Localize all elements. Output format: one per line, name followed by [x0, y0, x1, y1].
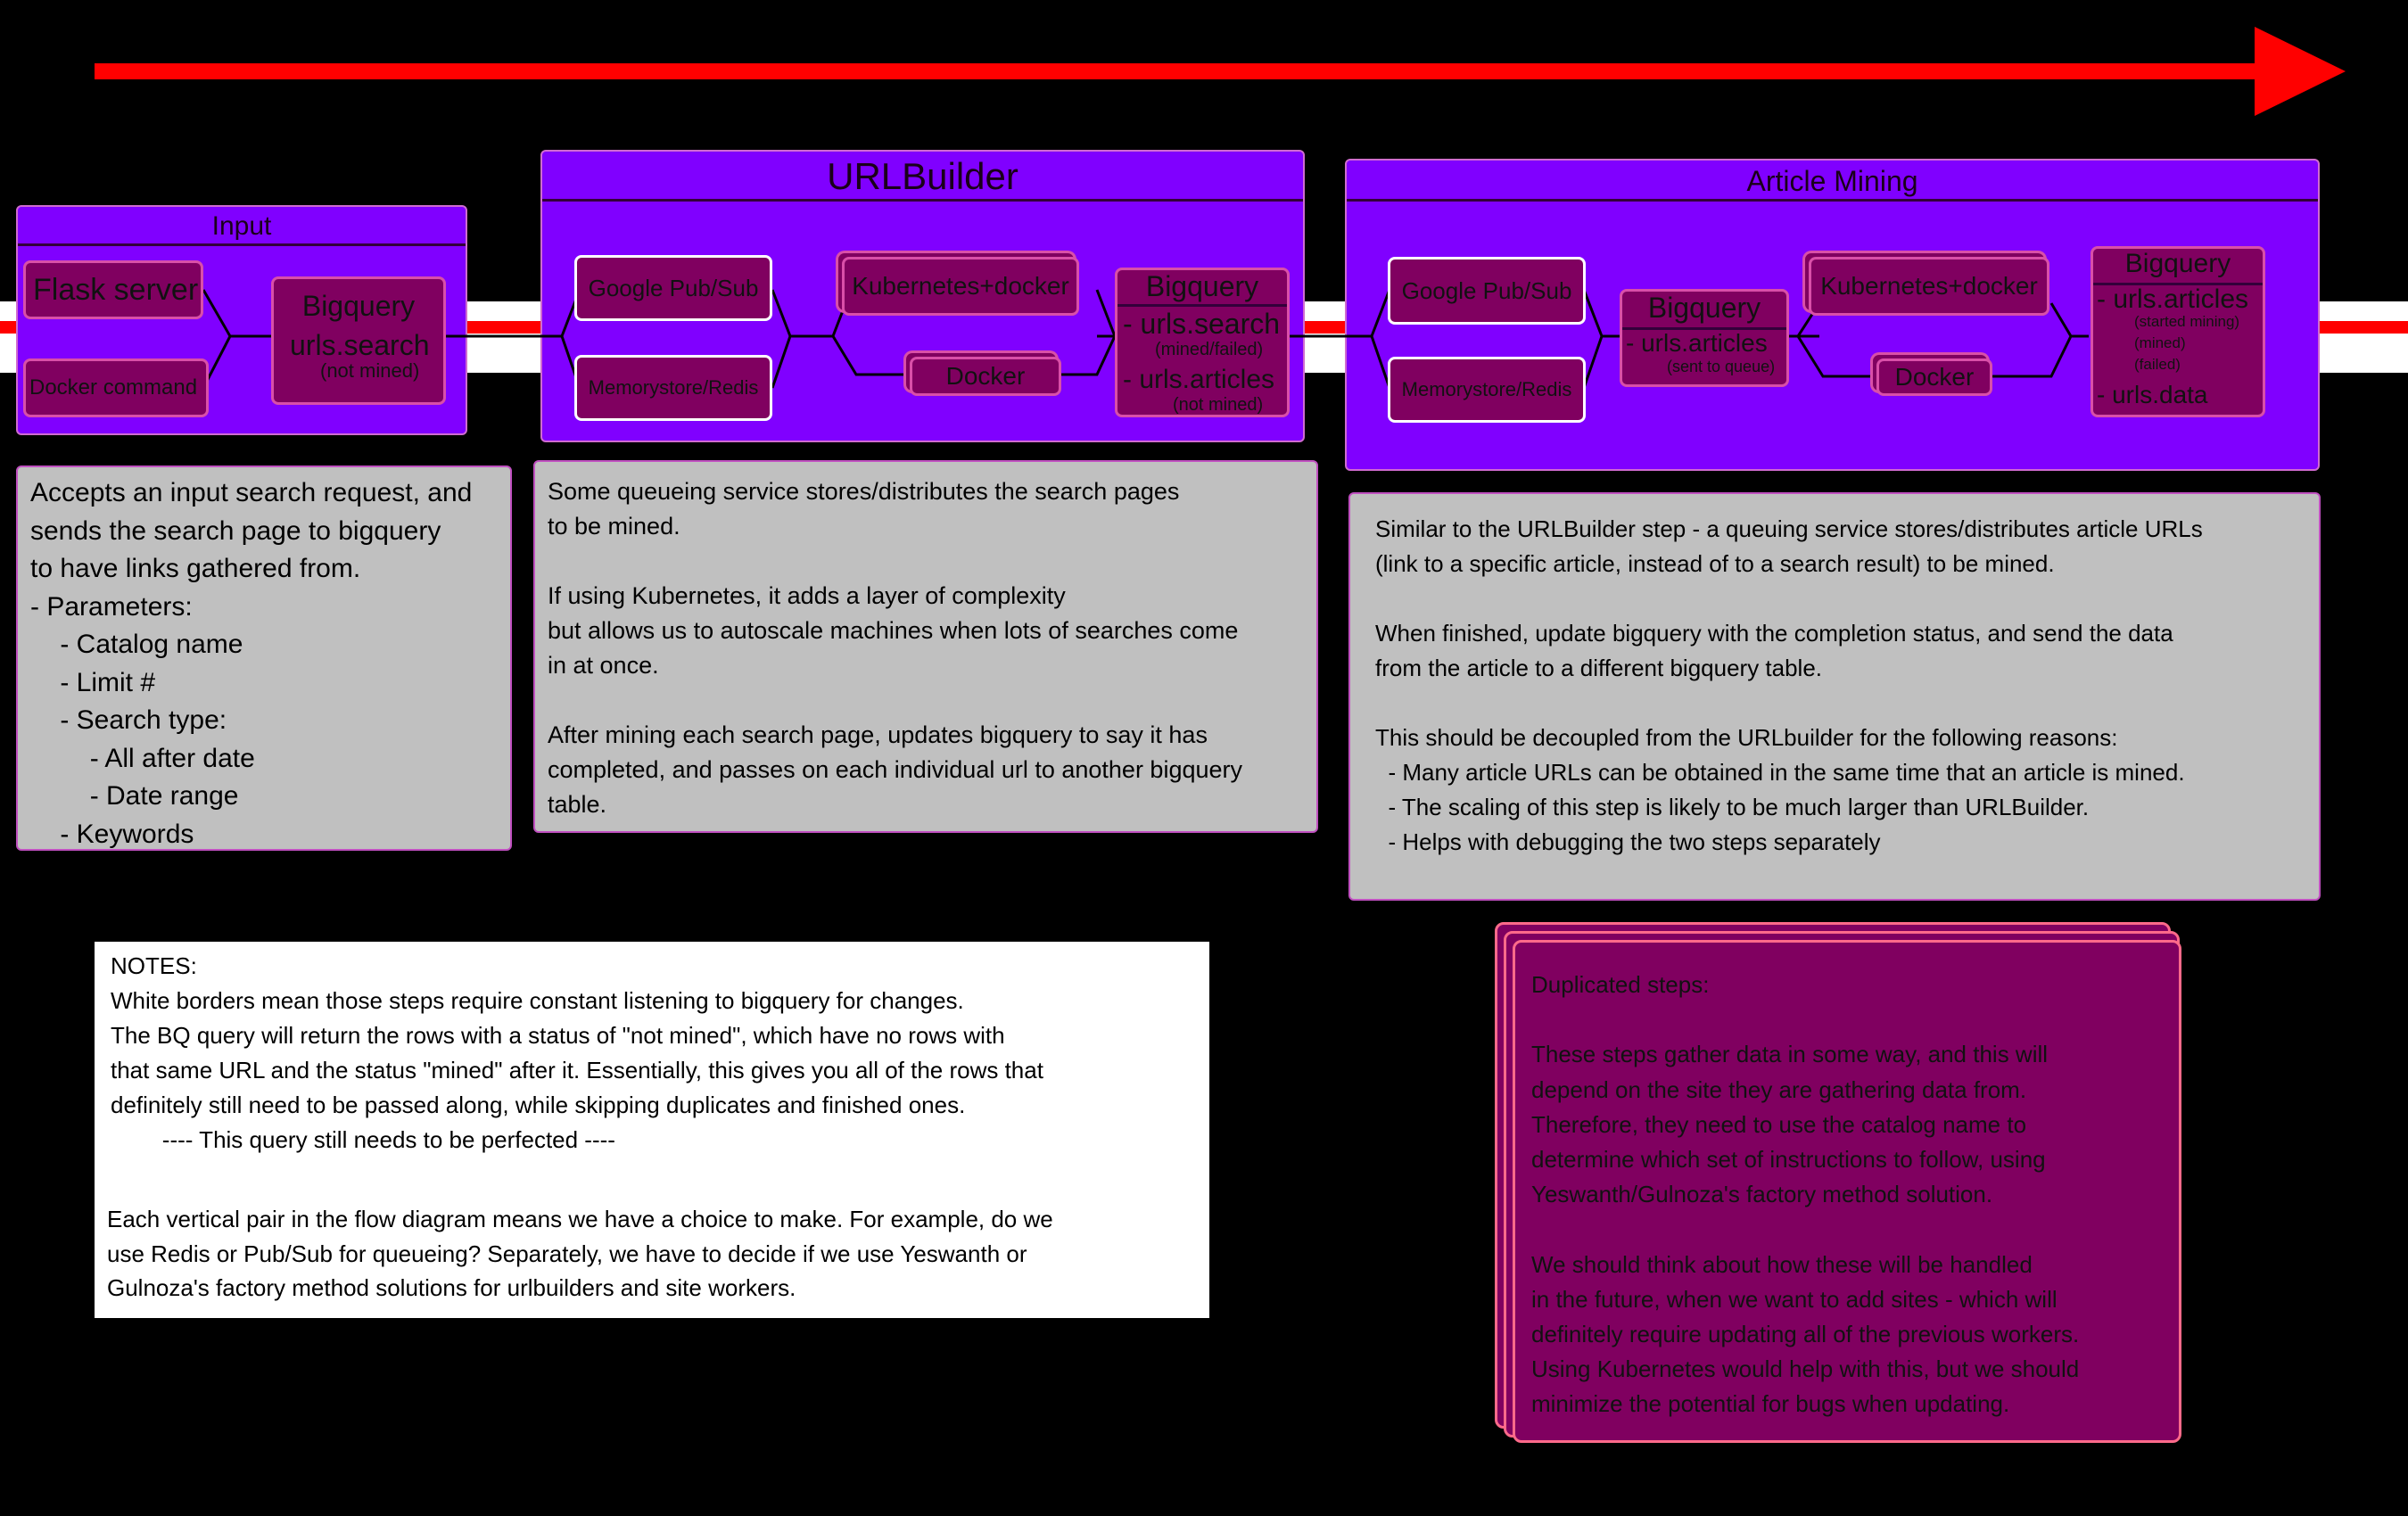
urlbuilder-pubsub-node[interactable]: Google Pub/Sub	[574, 255, 772, 321]
notes-box: NOTES: White borders mean those steps re…	[95, 942, 1209, 1318]
article-bigquery-queue-node[interactable]: Bigquery - urls.articles (sent to queue)	[1620, 289, 1789, 387]
urlbuilder-stage-title: URLBuilder	[542, 152, 1303, 202]
input-bigquery-title: Bigquery	[301, 290, 416, 322]
timeline-arrow-head	[2255, 27, 2346, 116]
urlbuilder-bigquery-node[interactable]: Bigquery - urls.search (mined/failed) - …	[1115, 268, 1290, 417]
article-bigquery-queue-title: Bigquery	[1622, 292, 1786, 330]
input-stage-title: Input	[18, 207, 466, 246]
urlbuilder-queue-branch	[560, 289, 581, 389]
input-bigquery-node[interactable]: Bigquery urls.search (not mined)	[271, 276, 446, 405]
timeline-arrow-shaft	[95, 63, 2271, 79]
article-bigquery-queue-field: - urls.articles	[1626, 329, 1768, 357]
article-kubernetes-node[interactable]: Kubernetes+docker	[1809, 257, 2049, 316]
input-bigquery-note: (not mined)	[320, 359, 420, 382]
duplicated-steps-text: Duplicated steps: These steps gather dat…	[1531, 971, 2080, 1418]
urlbuilder-bigquery-field1: - urls.search	[1123, 308, 1281, 340]
input-description: Accepts an input search request, and sen…	[16, 466, 512, 851]
article-bigquery-out-field2: - urls.data	[2097, 381, 2208, 408]
urlbuilder-description: Some queueing service stores/distributes…	[533, 460, 1318, 833]
duplicated-card-front: Duplicated steps: These steps gather dat…	[1513, 940, 2181, 1443]
urlbuilder-kubernetes-node[interactable]: Kubernetes+docker	[842, 257, 1079, 316]
article-docker-node[interactable]: Docker	[1876, 358, 1992, 396]
article-bigquery-out-note1a: (started mining)	[2134, 313, 2240, 330]
article-bigquery-out-field1: - urls.articles	[2097, 284, 2249, 314]
article-bigquery-out-node[interactable]: Bigquery - urls.articles (started mining…	[2091, 246, 2265, 417]
notes-text-main: NOTES: White borders mean those steps re…	[111, 952, 1043, 1153]
article-bigquery-queue-note: (sent to queue)	[1667, 358, 1776, 375]
notes-text-choices: Each vertical pair in the flow diagram m…	[107, 1206, 1053, 1301]
urlbuilder-bigquery-title: Bigquery	[1117, 270, 1287, 307]
urlbuilder-bigquery-note2: (not mined)	[1173, 395, 1264, 415]
article-bigquery-out-title: Bigquery	[2093, 249, 2263, 285]
article-mining-description: Similar to the URLBuilder step - a queui…	[1348, 492, 2321, 901]
urlbuilder-bigquery-field2: - urls.articles	[1123, 365, 1275, 394]
docker-command-node[interactable]: Docker command	[23, 358, 209, 417]
article-pubsub-node[interactable]: Google Pub/Sub	[1388, 257, 1586, 325]
flask-server-node[interactable]: Flask server	[23, 260, 203, 319]
urlbuilder-redis-node[interactable]: Memorystore/Redis	[574, 355, 772, 421]
urlbuilder-bigquery-note1: (mined/failed)	[1155, 340, 1264, 359]
urlbuilder-worker-branch	[831, 289, 910, 376]
article-redis-node[interactable]: Memorystore/Redis	[1388, 357, 1586, 423]
article-worker-branch	[1796, 302, 1873, 378]
article-queue-branch	[1370, 289, 1391, 389]
urlbuilder-docker-node[interactable]: Docker	[910, 357, 1061, 396]
article-mining-stage-title: Article Mining	[1347, 161, 2318, 202]
article-bigquery-out-note1b: (mined)	[2134, 334, 2186, 351]
article-bigquery-out-note1c: (failed)	[2134, 356, 2181, 373]
input-bigquery-field: urls.search	[290, 329, 430, 361]
